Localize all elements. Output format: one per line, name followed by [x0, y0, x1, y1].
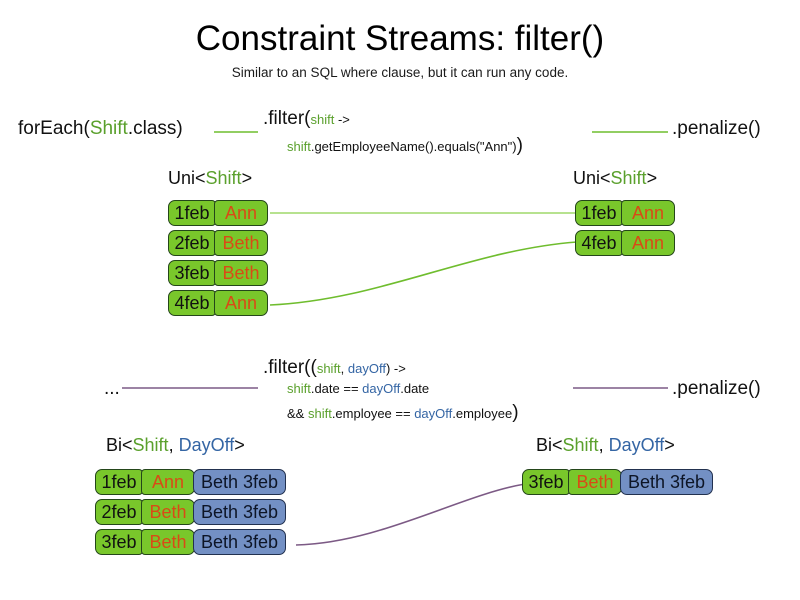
shift-date-cell: 1feb — [95, 469, 143, 495]
filter2-l2-end: .date — [400, 381, 430, 396]
filter1-body-rest: .getEmployeeName().equals("Ann") — [310, 139, 517, 154]
filter2-head: .filter(( — [263, 357, 317, 378]
shift-employee-cell: Beth — [141, 529, 195, 555]
shift-employee-cell: Beth — [214, 230, 268, 256]
connector-uni-row4 — [269, 241, 578, 306]
bi-out-prefix: Bi< — [536, 435, 563, 455]
dayoff-cell: Beth 3feb — [620, 469, 714, 495]
filter1-close-paren: ) — [516, 135, 523, 156]
filter2-param1: shift — [316, 361, 341, 376]
code-foreach: forEach(Shift.class) — [18, 118, 183, 140]
uni-out-suffix: > — [646, 168, 658, 188]
shift-date-cell: 1feb — [168, 200, 216, 226]
shift-date-cell: 3feb — [522, 469, 570, 495]
shift-employee-cell: Beth — [568, 469, 622, 495]
filter1-arrow: -> — [334, 112, 350, 127]
bi-out-suffix: > — [664, 435, 675, 455]
code-filter2-line2: shift.date == dayOff.date — [287, 381, 429, 396]
bi-in-type1: Shift — [132, 435, 169, 455]
bi-out-sep: , — [598, 435, 609, 455]
code-ellipsis: ... — [104, 378, 120, 399]
shift-employee-cell: Ann — [214, 200, 268, 226]
filter1-param: shift — [310, 112, 335, 127]
shift-date-cell: 3feb — [95, 529, 143, 555]
filter1-head: .filter( — [263, 108, 311, 129]
foreach-prefix: forEach( — [18, 118, 90, 139]
connector-bi-row3 — [295, 483, 526, 546]
filter2-l2-var1: shift — [287, 381, 311, 396]
filter2-l2-var2: dayOff — [362, 381, 401, 396]
label-bi-output: Bi<Shift, DayOff> — [536, 435, 675, 456]
dayoff-cell: Beth 3feb — [193, 499, 287, 525]
uni-in-type: Shift — [205, 168, 242, 188]
shift-employee-cell: Ann — [621, 230, 675, 256]
shift-date-cell: 4feb — [168, 290, 216, 316]
shift-employee-cell: Ann — [141, 469, 195, 495]
filter2-l3-var2: dayOff — [414, 406, 453, 421]
shift-date-cell: 2feb — [168, 230, 216, 256]
shift-employee-cell: Ann — [621, 200, 675, 226]
dayoff-cell: Beth 3feb — [193, 529, 287, 555]
bi-out-type2: DayOff — [608, 435, 665, 455]
filter2-arrow: ) -> — [385, 361, 406, 376]
filter2-l2-mid: .date == — [310, 381, 363, 396]
shift-employee-cell: Beth — [214, 260, 268, 286]
foreach-suffix: .class) — [127, 118, 183, 139]
uni-in-prefix: Uni< — [168, 168, 206, 188]
bi-in-type2: DayOff — [178, 435, 235, 455]
uni-out-type: Shift — [610, 168, 647, 188]
code-penalize-uni: .penalize() — [672, 118, 761, 139]
page-title: Constraint Streams: filter() — [195, 19, 605, 58]
code-filter1-line1: .filter(shift -> — [263, 108, 350, 130]
foreach-type: Shift — [89, 118, 128, 139]
label-uni-output: Uni<Shift> — [573, 168, 657, 189]
filter2-l3-mid: .employee == — [331, 406, 415, 421]
filter2-l3-op: && — [287, 406, 308, 421]
label-uni-input: Uni<Shift> — [168, 168, 252, 189]
code-penalize-bi: .penalize() — [672, 378, 761, 399]
filter2-close-paren: ) — [512, 402, 519, 423]
shift-date-cell: 2feb — [95, 499, 143, 525]
filter1-body-var: shift — [287, 139, 311, 154]
uni-in-suffix: > — [241, 168, 253, 188]
shift-date-cell: 3feb — [168, 260, 216, 286]
shift-employee-cell: Ann — [214, 290, 268, 316]
shift-date-cell: 1feb — [575, 200, 623, 226]
bi-in-prefix: Bi< — [106, 435, 133, 455]
label-bi-input: Bi<Shift, DayOff> — [106, 435, 245, 456]
filter2-l3-var1: shift — [307, 406, 332, 421]
shift-date-cell: 4feb — [575, 230, 623, 256]
uni-out-prefix: Uni< — [573, 168, 611, 188]
code-filter2-line1: .filter((shift, dayOff) -> — [263, 357, 406, 379]
bi-in-sep: , — [168, 435, 179, 455]
filter2-l3-end: .employee — [452, 406, 513, 421]
page-subtitle: Similar to an SQL where clause, but it c… — [231, 65, 569, 80]
bi-out-type1: Shift — [562, 435, 599, 455]
code-filter1-line2: shift.getEmployeeName().equals("Ann")) — [287, 135, 523, 157]
dayoff-cell: Beth 3feb — [193, 469, 287, 495]
filter2-param2: dayOff — [347, 361, 386, 376]
shift-employee-cell: Beth — [141, 499, 195, 525]
filter2-param-sep: , — [340, 361, 348, 376]
code-filter2-line3: && shift.employee == dayOff.employee) — [287, 402, 519, 424]
bi-in-suffix: > — [234, 435, 245, 455]
